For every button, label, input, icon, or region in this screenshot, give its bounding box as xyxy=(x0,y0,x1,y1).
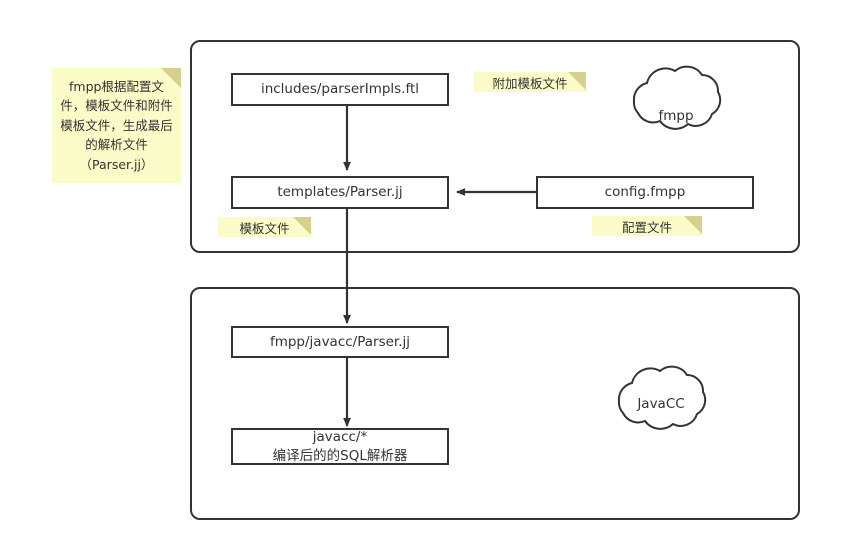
group-container-fmpp xyxy=(190,40,800,253)
node-fmpp-javacc-parser-jj[interactable]: fmpp/javacc/Parser.jj xyxy=(231,326,449,358)
tag-label: 模板文件 xyxy=(239,220,290,236)
tag-template-file: 模板文件 xyxy=(218,217,311,237)
node-label: templates/Parser.jj xyxy=(277,184,403,201)
node-label: includes/parserImpls.ftl xyxy=(260,81,420,98)
node-label: config.fmpp xyxy=(604,184,686,201)
tag-label: 附加模板文件 xyxy=(492,75,568,91)
node-label-line-1: javacc/* xyxy=(312,429,368,446)
group-container-javacc xyxy=(190,287,800,520)
note-fold-corner-icon xyxy=(161,68,181,88)
node-includes-parserimpls-ftl[interactable]: includes/parserImpls.ftl xyxy=(231,73,449,106)
node-label-line-2: 编译后的的SQL解析器 xyxy=(272,447,408,464)
tag-fold-corner-icon xyxy=(293,217,311,235)
node-javacc-compiled-sql-parser[interactable]: javacc/* 编译后的的SQL解析器 xyxy=(231,428,449,465)
tag-config-file: 配置文件 xyxy=(592,216,702,236)
node-templates-parser-jj[interactable]: templates/Parser.jj xyxy=(231,176,449,209)
tag-fold-corner-icon xyxy=(568,72,586,90)
tag-fold-corner-icon xyxy=(684,216,702,234)
node-config-fmpp[interactable]: config.fmpp xyxy=(536,176,754,209)
node-label: fmpp/javacc/Parser.jj xyxy=(269,333,411,350)
annotation-note-fmpp-description: fmpp根据配置文件，模板文件和附件模板文件，生成最后的解析文件（Parser.… xyxy=(52,68,181,183)
annotation-note-text: fmpp根据配置文件，模板文件和附件模板文件，生成最后的解析文件（Parser.… xyxy=(60,79,173,172)
tag-extra-template-file: 附加模板文件 xyxy=(474,72,586,92)
cloud-label: JavaCC xyxy=(637,396,685,412)
tag-label: 配置文件 xyxy=(621,219,672,235)
cloud-label: fmpp xyxy=(658,108,694,124)
